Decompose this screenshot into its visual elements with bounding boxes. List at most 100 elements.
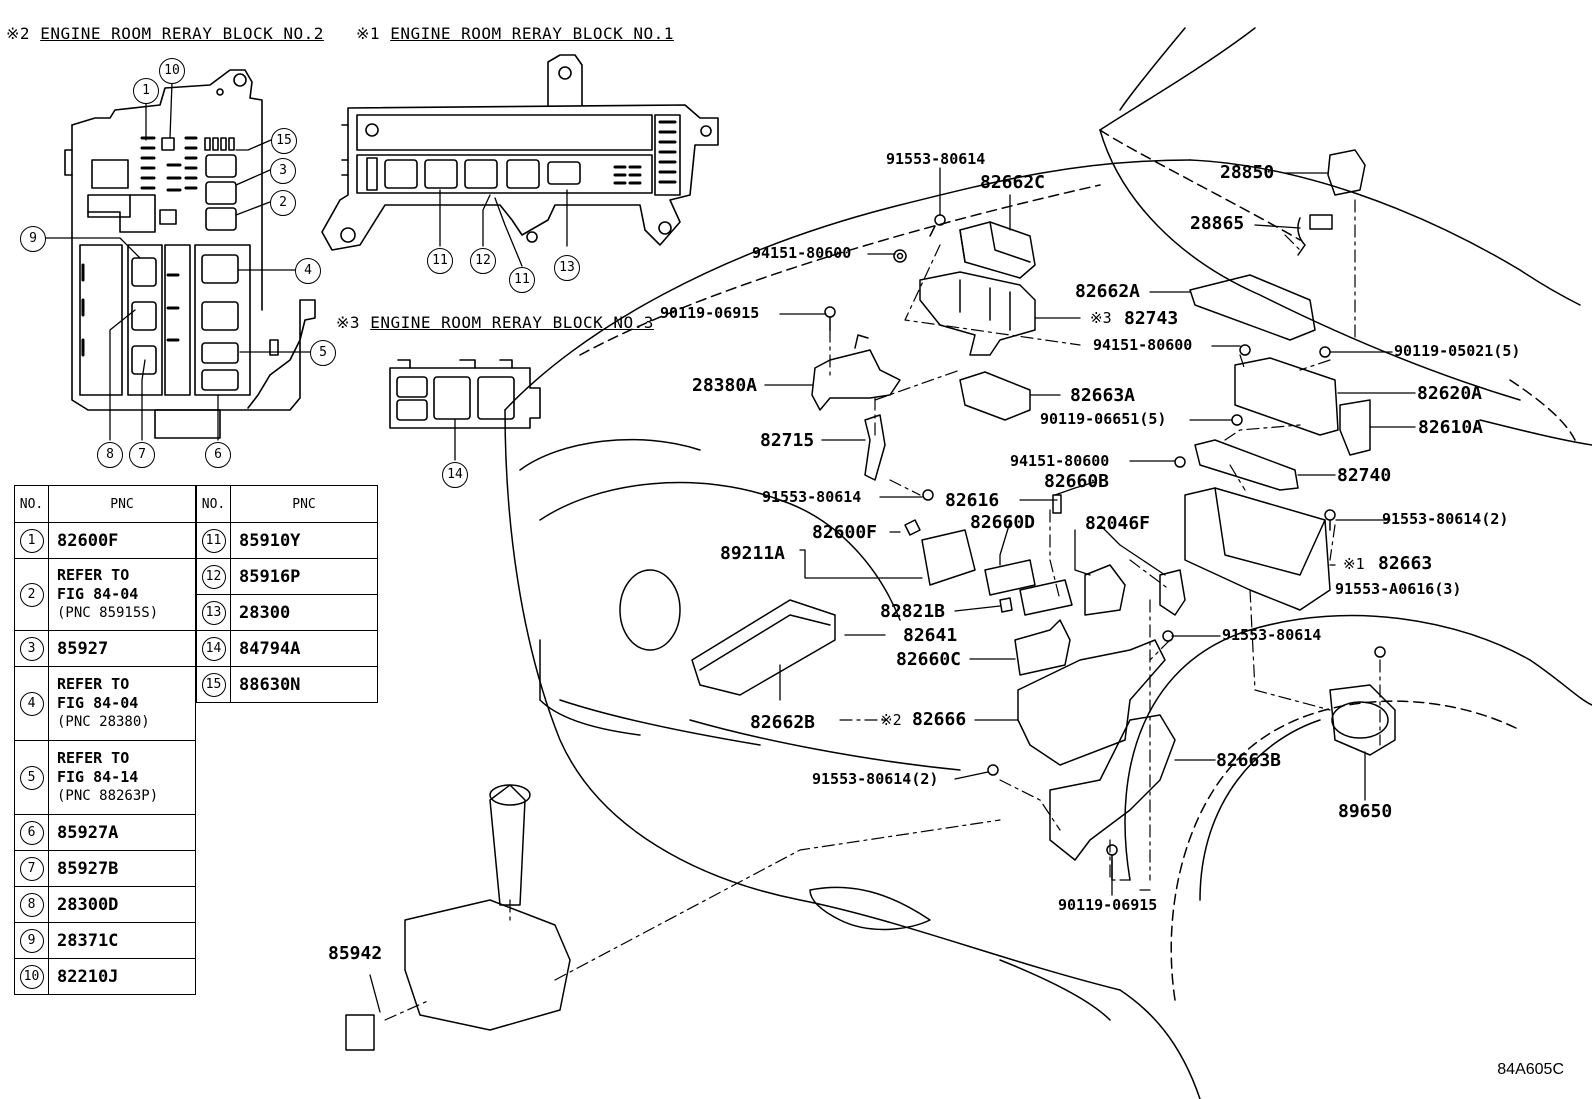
part-label: 94151-80600 bbox=[1010, 452, 1110, 470]
row-pnc: 28300 bbox=[230, 594, 378, 631]
table-row: 15 88630N bbox=[196, 666, 378, 703]
callout-1: 1 bbox=[133, 78, 159, 104]
table-row: 12 85916P bbox=[196, 558, 378, 595]
row-number: 13 bbox=[196, 594, 231, 631]
col-pnc-header: PNC bbox=[230, 485, 378, 523]
part-label: 28865 bbox=[1190, 213, 1245, 234]
part-label: 91553-80614 bbox=[1222, 626, 1322, 644]
row-number: 1 bbox=[14, 522, 49, 559]
row-reference: REFER TO FIG 84-04 (PNC 28380) bbox=[48, 666, 196, 741]
row-number: 12 bbox=[196, 558, 231, 595]
header-mark: ※3 bbox=[336, 313, 361, 332]
part-label: 91553-A0616(3) bbox=[1335, 580, 1462, 598]
callout-2: 2 bbox=[270, 190, 296, 216]
table-row: 5 REFER TO FIG 84-14 (PNC 88263P) bbox=[14, 740, 196, 815]
relay-block-no2-drawing bbox=[64, 69, 316, 439]
part-label: 82620A bbox=[1417, 383, 1483, 404]
part-label: 82660D bbox=[970, 512, 1036, 533]
callout-14: 14 bbox=[442, 462, 468, 488]
pnc-table-right: NO. PNC 11 85910Y 12 85916P 13 28300 14 … bbox=[196, 485, 378, 703]
part-label: 85942 bbox=[328, 943, 383, 964]
part-mark: ※3 bbox=[1090, 309, 1112, 327]
row-number: 2 bbox=[14, 558, 49, 631]
part-label: 28380A bbox=[692, 375, 758, 396]
part-label: 89650 bbox=[1338, 801, 1393, 822]
part-leaders bbox=[369, 167, 1416, 1013]
table-row: 11 85910Y bbox=[196, 522, 378, 559]
header-mark: ※1 bbox=[356, 24, 381, 43]
table-row: 4 REFER TO FIG 84-04 (PNC 28380) bbox=[14, 666, 196, 741]
part-label: 82660B bbox=[1044, 471, 1110, 492]
figure-id: 84A605C bbox=[1497, 1061, 1564, 1078]
row-pnc: 28371C bbox=[48, 922, 196, 959]
callout-5: 5 bbox=[310, 340, 336, 366]
part-label: 82600F bbox=[812, 522, 878, 543]
part-label: 90119-06915 bbox=[660, 304, 760, 322]
callout-6: 6 bbox=[205, 442, 231, 468]
row-pnc: 85927B bbox=[48, 850, 196, 887]
table-row: 3 85927 bbox=[14, 630, 196, 667]
pnc-table-left: NO. PNC 1 82600F 2 REFER TO FIG 84-04 (P… bbox=[14, 485, 196, 995]
header-title: ENGINE ROOM RERAY BLOCK NO.1 bbox=[390, 24, 674, 43]
callout-11: 11 bbox=[509, 267, 535, 293]
callout-13: 13 bbox=[554, 255, 580, 281]
part-mark: ※1 bbox=[1343, 555, 1365, 573]
part-label: 91553-80614 bbox=[762, 488, 862, 506]
header-relay-block-no1: ※1 ENGINE ROOM RERAY BLOCK NO.1 bbox=[356, 24, 674, 43]
row-number: 11 bbox=[196, 522, 231, 559]
part-label: 90119-06651(5) bbox=[1040, 410, 1167, 428]
relay-block-no1-drawing bbox=[321, 54, 719, 251]
callout-12: 12 bbox=[470, 248, 496, 274]
callout-leaders bbox=[44, 81, 568, 461]
part-label: 82662C bbox=[980, 172, 1046, 193]
row-number: 4 bbox=[14, 666, 49, 741]
table-row: 7 85927B bbox=[14, 850, 196, 887]
part-label: 94151-80600 bbox=[1093, 336, 1193, 354]
vehicle-outline bbox=[504, 27, 1592, 1099]
row-pnc: 28300D bbox=[48, 886, 196, 923]
col-no-header: NO. bbox=[14, 485, 49, 523]
table-row: 6 85927A bbox=[14, 814, 196, 851]
part-label: 91553-80614(2) bbox=[1382, 510, 1509, 528]
alignment-lines bbox=[384, 199, 1381, 1021]
callout-7: 7 bbox=[129, 442, 155, 468]
callout-9: 9 bbox=[20, 226, 46, 252]
part-label: 89211A bbox=[720, 543, 786, 564]
callout-8: 8 bbox=[97, 442, 123, 468]
header-relay-block-no2: ※2 ENGINE ROOM RERAY BLOCK NO.2 bbox=[6, 24, 324, 43]
part-label: 91553-80614(2) bbox=[812, 770, 939, 788]
row-number: 9 bbox=[14, 922, 49, 959]
row-number: 3 bbox=[14, 630, 49, 667]
part-label: 82662B bbox=[750, 712, 816, 733]
row-number: 15 bbox=[196, 666, 231, 703]
callout-3: 3 bbox=[270, 158, 296, 184]
col-no-header: NO. bbox=[196, 485, 231, 523]
row-reference: REFER TO FIG 84-14 (PNC 88263P) bbox=[48, 740, 196, 815]
table-row: 13 28300 bbox=[196, 594, 378, 631]
row-pnc: 82210J bbox=[48, 958, 196, 995]
part-shapes bbox=[345, 149, 1396, 1051]
row-number: 14 bbox=[196, 630, 231, 667]
row-pnc: 85927 bbox=[48, 630, 196, 667]
table-row: 10 82210J bbox=[14, 958, 196, 995]
row-pnc: 85927A bbox=[48, 814, 196, 851]
part-label: 82660C bbox=[896, 649, 962, 670]
row-pnc: 88630N bbox=[230, 666, 378, 703]
row-number: 8 bbox=[14, 886, 49, 923]
table-row: 1 82600F bbox=[14, 522, 196, 559]
header-title: ENGINE ROOM RERAY BLOCK NO.2 bbox=[40, 24, 324, 43]
part-label: 82046F bbox=[1085, 513, 1151, 534]
part-label: 82663 bbox=[1378, 553, 1433, 574]
relay-block-no3-drawing bbox=[389, 359, 541, 429]
part-mark: ※2 bbox=[880, 711, 902, 729]
part-label: 82740 bbox=[1337, 465, 1392, 486]
header-title: ENGINE ROOM RERAY BLOCK NO.3 bbox=[370, 313, 654, 332]
callout-10: 10 bbox=[159, 58, 185, 84]
table-header-row: NO. PNC bbox=[14, 485, 196, 523]
part-label: 91553-80614 bbox=[886, 150, 986, 168]
part-label: 82616 bbox=[945, 490, 1000, 511]
row-pnc: 84794A bbox=[230, 630, 378, 667]
callout-11: 11 bbox=[427, 248, 453, 274]
table-row: 8 28300D bbox=[14, 886, 196, 923]
